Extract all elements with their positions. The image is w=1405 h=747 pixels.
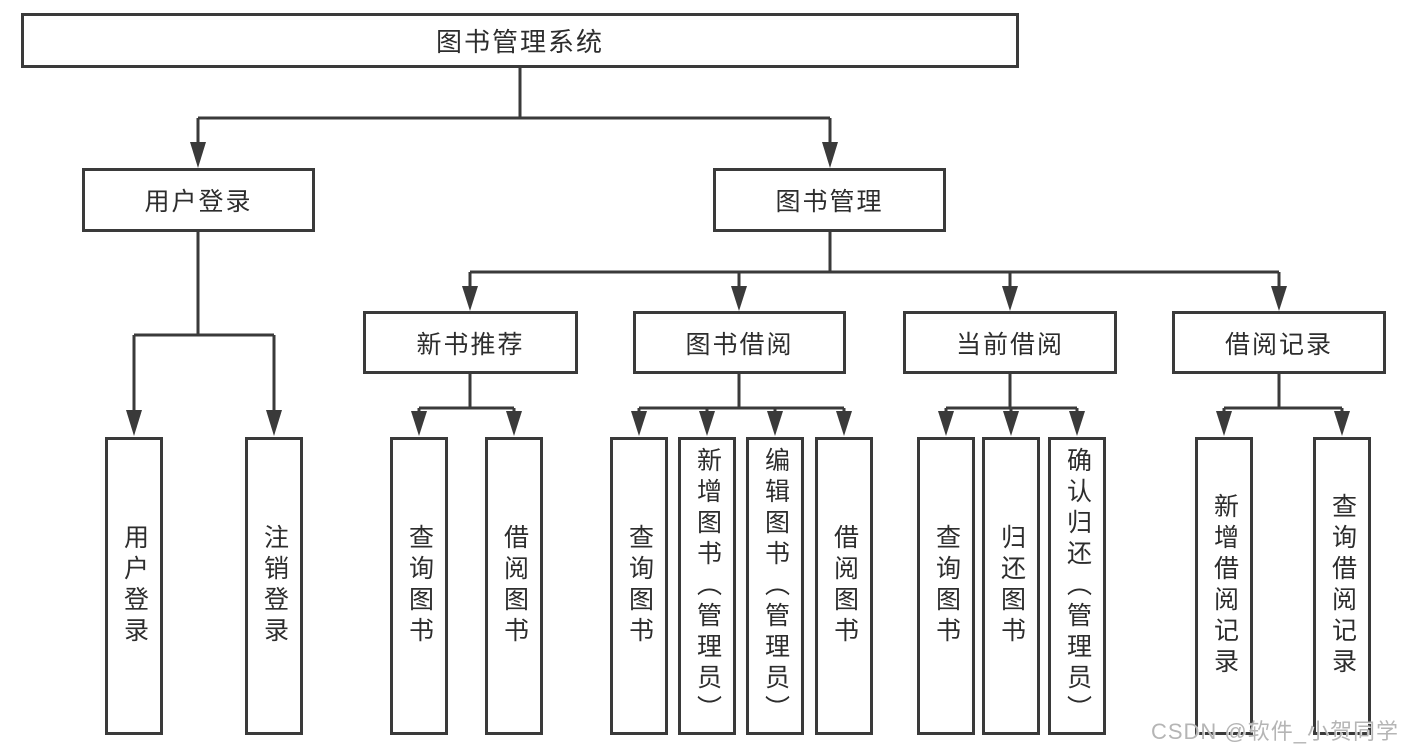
connector-line: [944, 374, 1079, 414]
node-borrow-records: 借阅记录: [1172, 311, 1386, 374]
arrowhead-icon: [938, 411, 954, 436]
node-label: 图书管理: [775, 188, 884, 216]
node-label: 图书借阅: [685, 330, 794, 359]
connector-mgmt-to-sections: [462, 232, 1287, 311]
arrowhead-icon: [462, 286, 478, 311]
node-current-borrow: 当前借阅: [903, 311, 1117, 374]
node-label: 确认归还（管理员）: [1063, 446, 1092, 726]
connector-root-to-branches: [190, 68, 838, 168]
arrowhead-icon: [190, 142, 206, 168]
connector-records-to-leaves: [1216, 374, 1350, 436]
node-label: 借阅记录: [1224, 330, 1333, 359]
leaf-user-login: 用户登录: [105, 437, 163, 735]
connector-line: [196, 68, 832, 144]
arrowhead-icon: [506, 411, 522, 436]
leaf-query-borrow-record: 查询借阅记录: [1313, 437, 1371, 735]
node-label: 归还图书: [997, 524, 1026, 648]
arrowhead-icon: [699, 411, 715, 436]
node-root: 图书管理系统: [21, 13, 1019, 68]
arrowhead-icon: [1216, 411, 1232, 436]
connector-borrow-to-leaves: [631, 374, 852, 436]
node-label: 新增图书（管理员）: [693, 446, 722, 726]
arrowhead-icon: [266, 410, 282, 436]
leaf-add-book-admin: 新增图书（管理员）: [678, 437, 736, 735]
arrowhead-icon: [731, 286, 747, 311]
arrowhead-icon: [822, 142, 838, 168]
node-label: 图书管理系统: [435, 27, 604, 57]
node-new-book-recommend: 新书推荐: [363, 311, 578, 374]
arrowhead-icon: [1002, 286, 1018, 311]
node-label: 新书推荐: [416, 330, 525, 359]
node-label: 新增借阅记录: [1210, 493, 1239, 679]
node-label: 用户登录: [120, 524, 149, 648]
leaf-query-books-borrow: 查询图书: [610, 437, 668, 735]
node-label: 查询图书: [625, 524, 654, 648]
node-label: 查询图书: [932, 524, 961, 648]
arrowhead-icon: [1271, 286, 1287, 311]
node-book-borrow: 图书借阅: [633, 311, 846, 374]
connector-recommend-to-leaves: [411, 374, 522, 436]
leaf-confirm-return-admin: 确认归还（管理员）: [1048, 437, 1106, 735]
leaf-add-borrow-record: 新增借阅记录: [1195, 437, 1253, 735]
leaf-return-book: 归还图书: [982, 437, 1040, 735]
leaf-query-books-recommend: 查询图书: [390, 437, 448, 735]
leaf-borrow-books: 借阅图书: [815, 437, 873, 735]
node-label: 用户登录: [144, 188, 253, 216]
connector-current-to-leaves: [938, 374, 1085, 436]
leaf-edit-book-admin: 编辑图书（管理员）: [746, 437, 804, 735]
node-book-mgmt: 图书管理: [713, 168, 946, 232]
node-label: 当前借阅: [955, 330, 1064, 359]
node-label: 借阅图书: [830, 524, 859, 648]
connector-line: [637, 374, 846, 414]
node-label: 查询借阅记录: [1328, 493, 1357, 679]
arrowhead-icon: [767, 411, 783, 436]
arrowhead-icon: [1334, 411, 1350, 436]
connector-line: [1222, 374, 1344, 414]
node-user-login: 用户登录: [82, 168, 315, 232]
node-label: 查询图书: [405, 524, 434, 648]
connector-line: [132, 232, 276, 412]
node-label: 注销登录: [260, 524, 289, 648]
leaf-query-books-current: 查询图书: [917, 437, 975, 735]
watermark-text: CSDN @软件_小贺同学: [1150, 719, 1399, 744]
arrowhead-icon: [126, 410, 142, 436]
arrowhead-icon: [836, 411, 852, 436]
connector-line: [417, 374, 516, 414]
arrowhead-icon: [631, 411, 647, 436]
node-label: 编辑图书（管理员）: [761, 446, 790, 726]
arrowhead-icon: [1069, 411, 1085, 436]
arrowhead-icon: [411, 411, 427, 436]
leaf-logout: 注销登录: [245, 437, 303, 735]
node-label: 借阅图书: [500, 524, 529, 648]
connector-line: [468, 232, 1281, 288]
leaf-borrow-books-recommend: 借阅图书: [485, 437, 543, 735]
arrowhead-icon: [1003, 411, 1019, 436]
connector-login-to-leaves: [126, 232, 282, 436]
